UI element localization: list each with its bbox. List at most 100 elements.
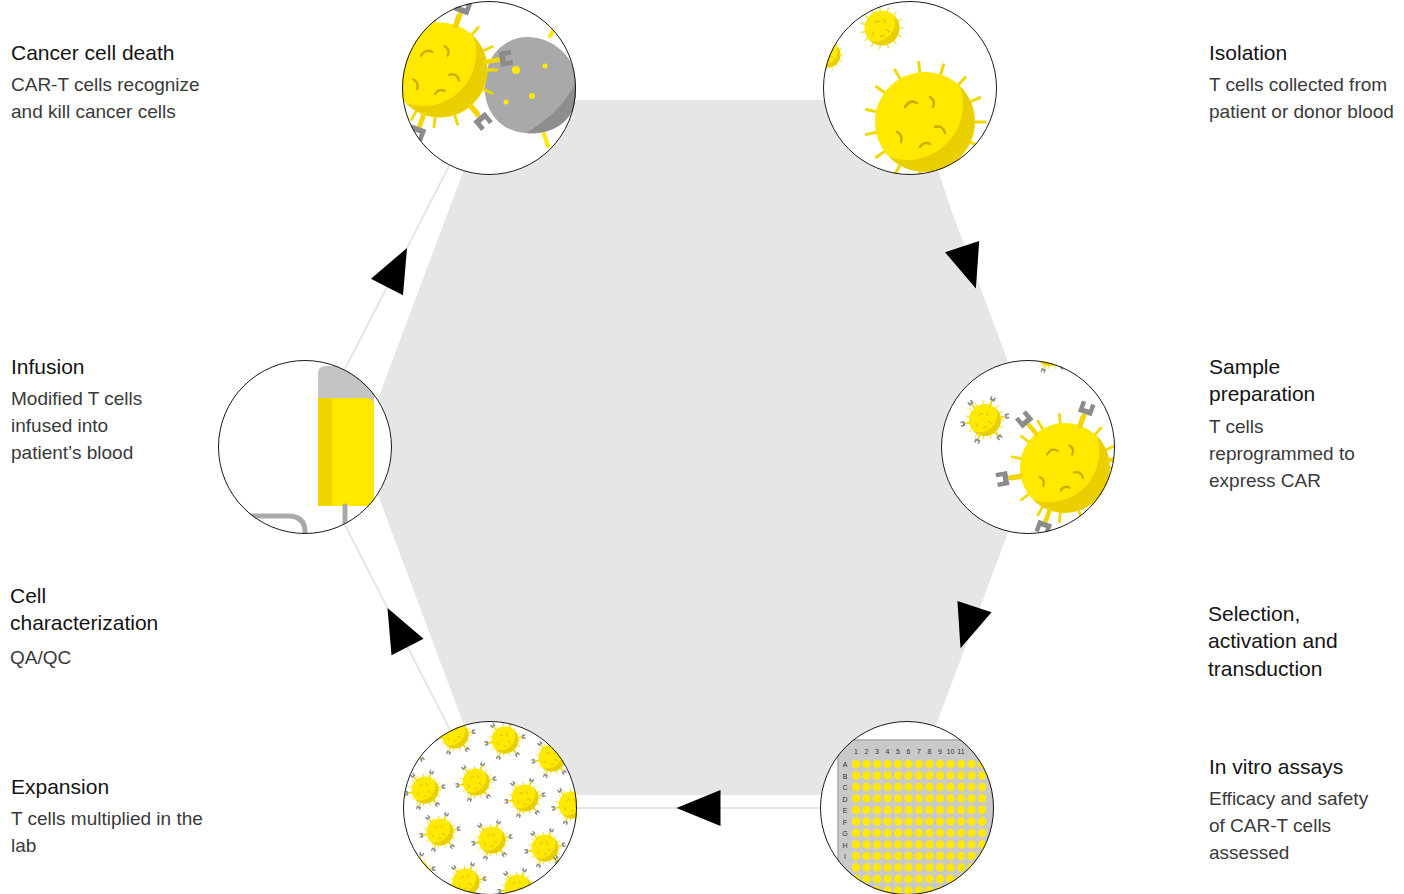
car-t-cell [531, 738, 573, 779]
step-circle: Sample preparationT cells reprogrammed t… [941, 360, 1115, 534]
step-heading: Isolation [1209, 39, 1399, 66]
plate-column-number: 1 [854, 748, 858, 755]
plate-column-number: 4 [886, 748, 890, 755]
damage-rays [544, 26, 589, 146]
t-cell [866, 62, 985, 181]
circle-ground [218, 360, 392, 534]
plate-row-letter: F [843, 818, 847, 825]
arrow-head [371, 248, 407, 295]
bag-contents [318, 398, 374, 506]
infusion-bag-illustration [210, 340, 374, 560]
damage-dot [512, 66, 520, 74]
plate-row-letter: B [843, 772, 848, 779]
arrow-head [957, 601, 991, 648]
flow-arrow [577, 790, 820, 826]
car-t-cells-illustration [960, 331, 1134, 536]
step-heading: Infusion [11, 353, 176, 380]
step-heading: Sample preparation [1209, 353, 1369, 408]
plate-row-letter: G [842, 830, 847, 837]
circle-ground [403, 721, 577, 894]
car-t-cell [547, 852, 589, 893]
car-t-cell [394, 852, 436, 893]
step-circle: ExpansionT cells multiplied in the lab [403, 721, 577, 894]
car-t-cell [434, 715, 476, 756]
flow-line [937, 171, 1001, 365]
step-text: In vitro assaysEfficacy and safety of CA… [1209, 753, 1389, 867]
t-cell [813, 40, 843, 70]
cancer-cell-death-illustration [367, 0, 589, 146]
car-t-cell [389, 725, 431, 766]
step-text: Sample preparation T cells reprogrammed t… [1209, 353, 1369, 495]
car-t-cell [471, 820, 513, 861]
step-description: CAR-T cells recognize and kill cancer ce… [11, 72, 201, 126]
plate-row-letter: C [842, 784, 847, 791]
plate-row-letter: H [842, 841, 847, 848]
flow-arrow [345, 524, 451, 730]
plate-row-letter: D [842, 795, 847, 802]
plate-column-number: 10 [947, 748, 955, 755]
car-t-cell [960, 396, 1009, 444]
plate-column-number: 5 [896, 748, 900, 755]
step-heading: Cancer cell death [11, 39, 201, 66]
plate-column-number: 9 [938, 748, 942, 755]
arrow-head [387, 608, 423, 655]
step-circle: IsolationT cells collected from patient … [823, 1, 997, 175]
cancer-cell [485, 37, 578, 133]
step-description: T cells multiplied in the lab [11, 806, 211, 860]
infusion-tube [210, 506, 345, 560]
bag [318, 366, 374, 506]
car-t-cell [551, 785, 593, 826]
step-description: T cells collected from patient or donor … [1209, 72, 1399, 126]
plate-column-number: 3 [875, 748, 879, 755]
step-text: InfusionModified T cells infused into pa… [11, 353, 176, 467]
hexagon-ground [360, 100, 1040, 795]
t-cells-illustration [813, 7, 985, 182]
step-label: Selection, activation and transduction [1208, 600, 1383, 682]
flow-arrow [345, 165, 450, 369]
arrow-head [677, 790, 721, 826]
plate-row-letter: I [844, 853, 846, 860]
car-t-cell [1028, 331, 1071, 373]
step-heading: Expansion [11, 773, 211, 800]
damage-dot [543, 64, 548, 69]
plate-row-letter: E [843, 807, 848, 814]
car-t-cell [455, 762, 497, 803]
car-t-cell [497, 868, 539, 894]
well-plate [838, 740, 1038, 894]
step-label: Cell characterization [10, 582, 180, 637]
car-t-cell [504, 778, 546, 819]
cancer-cell-shade [526, 80, 578, 133]
plate-column-number: 7 [917, 748, 921, 755]
wells [851, 759, 988, 894]
car-t-cell [996, 400, 1135, 535]
flow-arrow [937, 171, 1001, 365]
car-t-cell [419, 812, 461, 853]
car-t-cell [524, 828, 566, 869]
flow-line [345, 524, 451, 730]
circle-grounds [218, 1, 1115, 894]
step-description: T cells reprogrammed to express CAR [1209, 414, 1369, 495]
plate-column-number: 2 [865, 748, 869, 755]
car-t-cell [367, 0, 514, 141]
bag-shade [318, 398, 332, 506]
step-circle: InfusionModified T cells infused into pa… [218, 360, 392, 534]
step-description: Modified T cells infused into patient’s … [11, 386, 176, 467]
step-circle: Cancer cell deathCAR-T cells recognize a… [402, 1, 576, 175]
step-text: Isolation T cells collected from patient … [1209, 39, 1399, 126]
step-text: Cancer cell deathCAR-T cells recognize a… [11, 39, 201, 126]
bag-hanger [344, 340, 347, 368]
step-heading: In vitro assays [1209, 753, 1389, 780]
damage-dot [504, 100, 509, 105]
plate-column-number: 8 [928, 748, 932, 755]
plate-column-number: 11 [957, 748, 964, 755]
step-description: Efficacy and safety of CAR-T cells asses… [1209, 786, 1389, 867]
car-t-cell [404, 770, 446, 811]
t-cell [861, 7, 903, 49]
car-t-cell [484, 720, 526, 761]
arrow-head [945, 241, 979, 288]
car-t-cell [445, 862, 487, 894]
step-note: QA/QC [10, 645, 180, 672]
plate-row-letter: A [843, 761, 848, 768]
